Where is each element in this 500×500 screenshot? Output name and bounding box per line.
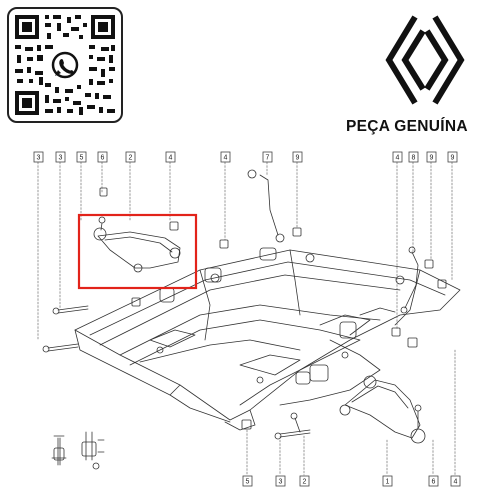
callout-tag: 9 [426,151,437,163]
brand-logo-icon [385,15,465,105]
svg-text:9: 9 [430,155,434,162]
svg-text:3: 3 [37,155,41,162]
callout-tag: 4 [392,151,403,163]
callout-tag: 3 [55,151,66,163]
svg-text:4: 4 [454,479,458,486]
callout-tag: 2 [125,151,136,163]
detail-inset [51,431,105,470]
svg-text:3: 3 [59,155,63,162]
callout-tag: 1 [382,475,393,487]
bolts [42,305,311,440]
leader-lines [37,161,456,476]
svg-text:5: 5 [80,155,84,162]
callout-tag: 3 [33,151,44,163]
whatsapp-icon [48,48,82,82]
svg-text:4: 4 [169,155,173,162]
left-control-arm [93,187,181,307]
callout-tag: 8 [408,151,419,163]
callouts-top: 3 3 5 2 6 4 4 7 9 4 8 9 9 [33,151,458,163]
stabilizer-links [219,169,447,348]
svg-text:5: 5 [246,479,250,486]
callout-tag: 6 [428,475,439,487]
svg-text:4: 4 [396,155,400,162]
svg-text:2: 2 [129,155,133,162]
qr-code[interactable] [7,7,123,123]
svg-text:8: 8 [412,155,416,162]
qr-code-icon [15,15,115,115]
callout-tag: 6 [97,151,108,163]
svg-text:6: 6 [101,155,105,162]
suspension-diagram: 3 3 5 2 6 4 4 7 9 4 8 9 9 5 3 2 1 6 4 [33,151,461,487]
svg-text:3: 3 [279,479,283,486]
svg-text:7: 7 [266,155,270,162]
callout-tag: 5 [76,151,87,163]
callout-tag: 3 [275,475,286,487]
svg-text:2: 2 [303,479,307,486]
svg-text:9: 9 [296,155,300,162]
svg-text:6: 6 [432,479,436,486]
callout-tag: 4 [165,151,176,163]
callout-tag: 4 [220,151,231,163]
svg-text:4: 4 [224,155,228,162]
subframe [74,249,461,431]
callout-tag: 5 [242,475,253,487]
right-control-arm [339,375,426,444]
callout-tag: 4 [450,475,461,487]
highlight-box [77,213,198,290]
callout-tag: 7 [262,151,273,163]
callout-tag: 9 [292,151,303,163]
callout-tag: 2 [299,475,310,487]
callouts-bottom: 5 3 2 1 6 4 [242,475,461,487]
callout-tag: 9 [447,151,458,163]
svg-text:9: 9 [451,155,455,162]
brand-tagline: PEÇA GENUÍNA [346,118,468,135]
svg-text:1: 1 [386,479,390,486]
